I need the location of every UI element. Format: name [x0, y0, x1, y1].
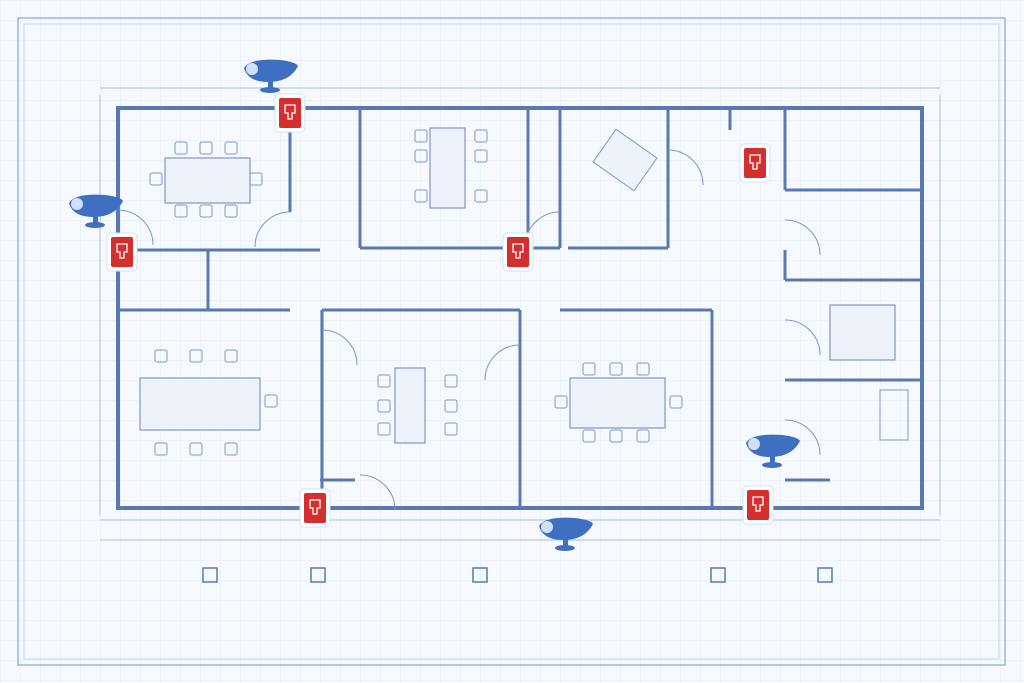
- chair: [582, 429, 596, 443]
- access-card-reader-icon: [739, 143, 771, 183]
- security-camera-icon: [539, 517, 593, 551]
- chair: [609, 429, 623, 443]
- security-devices: [69, 59, 800, 551]
- chair: [474, 149, 488, 163]
- table: [139, 377, 261, 431]
- access-card-reader-icon: [502, 232, 534, 272]
- chair: [444, 422, 458, 436]
- column-marker: [202, 567, 218, 583]
- chair: [154, 442, 168, 456]
- access-card-reader-icon: [106, 232, 138, 272]
- chair: [199, 141, 213, 155]
- door-swing: [254, 211, 291, 248]
- chair: [474, 129, 488, 143]
- chair: [444, 399, 458, 413]
- chair: [224, 141, 238, 155]
- furniture: [139, 127, 909, 456]
- chair: [189, 349, 203, 363]
- column-marker: [710, 567, 726, 583]
- door-swing: [117, 209, 154, 246]
- column-marker: [817, 567, 833, 583]
- door-swing: [321, 329, 358, 366]
- chair: [377, 374, 391, 388]
- chair: [636, 362, 650, 376]
- chair: [199, 204, 213, 218]
- chair: [174, 204, 188, 218]
- chair: [249, 172, 263, 186]
- chair: [224, 442, 238, 456]
- chair: [154, 349, 168, 363]
- chair: [377, 399, 391, 413]
- security-camera-icon: [746, 434, 800, 468]
- chair: [189, 442, 203, 456]
- door-swing: [784, 419, 821, 456]
- column-marker: [310, 567, 326, 583]
- chair: [636, 429, 650, 443]
- door-swing: [359, 474, 396, 511]
- chair: [474, 189, 488, 203]
- chair: [414, 129, 428, 143]
- access-card-reader-icon: [742, 485, 774, 525]
- blueprint-inner-border: [23, 23, 1000, 660]
- door-swing: [784, 319, 821, 356]
- table: [429, 127, 466, 209]
- door-swing: [784, 219, 821, 256]
- walls: [99, 87, 941, 583]
- chair: [414, 189, 428, 203]
- column-marker: [472, 567, 488, 583]
- chair: [224, 204, 238, 218]
- chair: [377, 422, 391, 436]
- chair: [444, 374, 458, 388]
- chair: [669, 395, 683, 409]
- table: [394, 367, 426, 444]
- cabinet: [879, 389, 909, 441]
- chair: [582, 362, 596, 376]
- access-card-reader-icon: [274, 93, 306, 133]
- table: [164, 157, 251, 204]
- access-card-reader-icon: [299, 488, 331, 528]
- door-swing: [484, 344, 521, 381]
- chair: [554, 395, 568, 409]
- chair: [174, 141, 188, 155]
- chair: [414, 149, 428, 163]
- desk: [592, 128, 658, 192]
- door-swing: [667, 149, 704, 186]
- table: [829, 304, 896, 361]
- chair: [149, 172, 163, 186]
- chair: [609, 362, 623, 376]
- chair: [224, 349, 238, 363]
- security-camera-icon: [69, 194, 123, 228]
- security-camera-icon: [244, 59, 298, 93]
- chair: [264, 394, 278, 408]
- blueprint-border: [17, 17, 1006, 666]
- table: [569, 377, 666, 429]
